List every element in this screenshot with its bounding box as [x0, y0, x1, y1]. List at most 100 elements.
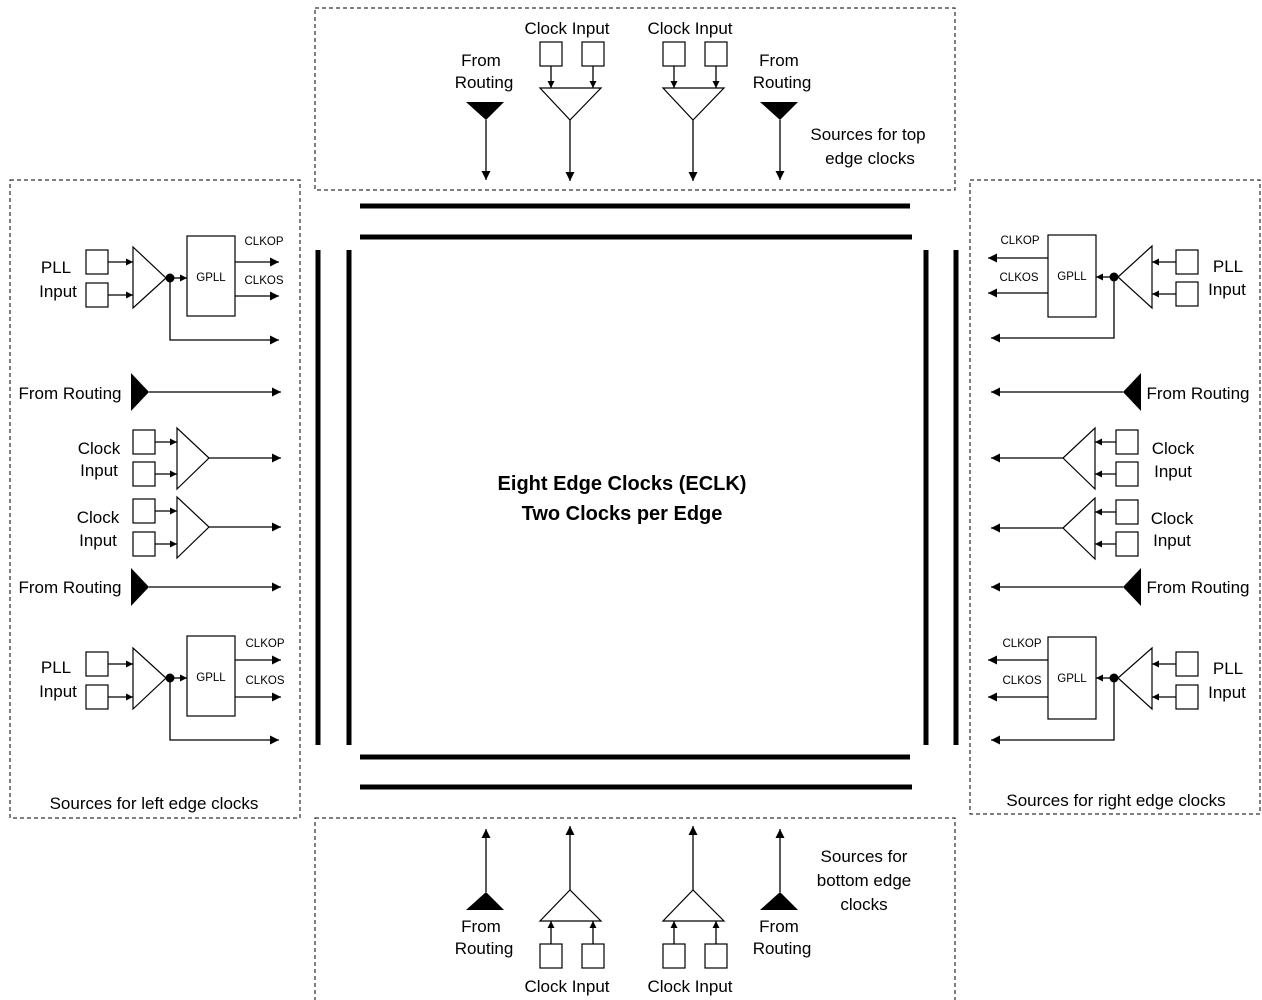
input-buffer-icon	[132, 245, 167, 310]
left-pll-bypass-arrow-2	[169, 678, 279, 745]
right-clock-label-1: Clock	[1152, 439, 1195, 458]
top-from-label-1: From	[461, 51, 501, 70]
clock-input-pad-icon	[1115, 461, 1139, 487]
routing-buffer-icon	[131, 568, 149, 606]
routing-buffer-icon	[466, 102, 504, 120]
clkos-label: CLKOS	[245, 275, 284, 287]
diagram-title-line2: Two Clocks per Edge	[522, 503, 723, 525]
clock-input-pad-icon	[662, 943, 686, 969]
clock-input-pad-icon	[662, 41, 686, 67]
input-buffer-icon	[1062, 496, 1096, 561]
clock-input-pad-icon	[704, 943, 728, 969]
clkos-label: CLKOS	[1000, 272, 1039, 284]
left-clock-input-label-1: Input	[80, 461, 118, 480]
input-buffer-icon	[132, 646, 167, 711]
input-buffer-icon	[1117, 244, 1153, 310]
clkos-label: CLKOS	[1003, 675, 1042, 687]
left-pll-bypass-arrow-1	[169, 278, 279, 345]
input-buffer-icon	[661, 87, 726, 121]
input-buffer-icon	[1117, 646, 1153, 711]
gpll-label: GPLL	[1057, 271, 1087, 283]
left-panel-border	[9, 179, 301, 819]
pll-input-pad-icon	[1175, 249, 1199, 275]
bottom-panel-border	[314, 817, 956, 1000]
top-panel-caption-line2: edge clocks	[825, 149, 915, 168]
routing-buffer-icon	[131, 373, 149, 411]
bottom-clock-input-label-1: Clock Input	[524, 977, 609, 996]
right-pll-bypass-arrow-2	[991, 678, 1115, 745]
clkop-label: CLKOP	[246, 638, 285, 650]
bottom-panel-caption-line3: clocks	[840, 895, 887, 914]
top-panel-border	[314, 7, 956, 191]
input-buffer-icon	[538, 889, 603, 922]
routing-buffer-icon	[760, 102, 798, 120]
clock-input-pad-icon	[704, 41, 728, 67]
gpll-label: GPLL	[196, 672, 226, 684]
top-routing-label-2: Routing	[753, 73, 812, 92]
diagram-title-line1: Eight Edge Clocks (ECLK)	[498, 473, 747, 495]
right-panel: CLKOP CLKOS GPLL PLL Input From Routing …	[988, 234, 1250, 810]
clock-input-pad-icon	[132, 498, 156, 524]
pll-input-pad-icon	[1175, 281, 1199, 307]
routing-buffer-icon	[760, 892, 798, 910]
right-pll-label-1: PLL	[1213, 257, 1243, 276]
left-pll-input-label-1: Input	[39, 282, 77, 301]
input-buffer-icon	[538, 87, 603, 121]
right-pll-input-label-1: Input	[1208, 280, 1246, 299]
clock-input-pad-icon	[539, 41, 563, 67]
right-clock-input-label-2: Input	[1153, 531, 1191, 550]
bottom-from-label-1: From	[461, 917, 501, 936]
bottom-panel: From Routing Clock Input Clock Input Fro…	[455, 826, 911, 996]
input-buffer-icon	[176, 426, 210, 491]
gpll-label: GPLL	[196, 272, 226, 284]
top-clock-input-label-2: Clock Input	[647, 19, 732, 38]
gpll-block	[1047, 636, 1097, 720]
clkos-label: CLKOS	[246, 675, 285, 687]
input-buffer-icon	[1062, 426, 1096, 491]
bottom-panel-caption-line1: Sources for	[821, 847, 908, 866]
input-buffer-icon	[661, 889, 726, 922]
top-from-label-2: From	[759, 51, 799, 70]
gpll-block	[186, 635, 236, 717]
routing-buffer-icon	[1123, 373, 1141, 411]
left-clock-label-2: Clock	[77, 508, 120, 527]
clock-input-pad-icon	[132, 461, 156, 487]
clock-input-pad-icon	[1115, 499, 1139, 525]
routing-buffer-icon	[1123, 568, 1141, 606]
gpll-label: GPLL	[1057, 673, 1087, 685]
top-routing-label-1: Routing	[455, 73, 514, 92]
input-buffer-icon	[176, 495, 210, 560]
bottom-clock-input-label-2: Clock Input	[647, 977, 732, 996]
left-clock-label-1: Clock	[78, 439, 121, 458]
left-from-routing-label-1: From Routing	[19, 384, 122, 403]
clock-input-pad-icon	[1115, 429, 1139, 455]
top-panel: From Routing Clock Input Clock Input Fro…	[455, 19, 926, 181]
clock-input-pad-icon	[132, 429, 156, 455]
gpll-block	[186, 235, 236, 317]
pll-input-pad-icon	[85, 249, 109, 275]
clock-input-pad-icon	[1115, 531, 1139, 557]
right-pll-bypass-arrow-1	[991, 277, 1115, 343]
pll-input-pad-icon	[1175, 651, 1199, 677]
clock-input-pad-icon	[539, 943, 563, 969]
clkop-label: CLKOP	[1003, 638, 1042, 650]
left-clock-input-label-2: Input	[79, 531, 117, 550]
left-pll-label-1: PLL	[41, 258, 71, 277]
pll-input-pad-icon	[1175, 684, 1199, 710]
right-from-routing-label-1: From Routing	[1147, 384, 1250, 403]
gpll-block	[1047, 234, 1097, 318]
right-panel-caption: Sources for right edge clocks	[1006, 791, 1225, 810]
left-panel-caption: Sources for left edge clocks	[50, 794, 259, 813]
clock-input-pad-icon	[581, 943, 605, 969]
right-clock-input-label-1: Input	[1154, 462, 1192, 481]
pll-input-pad-icon	[85, 684, 109, 710]
pll-input-pad-icon	[85, 651, 109, 677]
right-pll-label-2: PLL	[1213, 659, 1243, 678]
right-from-routing-label-2: From Routing	[1147, 578, 1250, 597]
right-clock-label-2: Clock	[1151, 509, 1194, 528]
clock-input-pad-icon	[132, 531, 156, 557]
clkop-label: CLKOP	[1001, 235, 1040, 247]
top-clock-input-label-1: Clock Input	[524, 19, 609, 38]
